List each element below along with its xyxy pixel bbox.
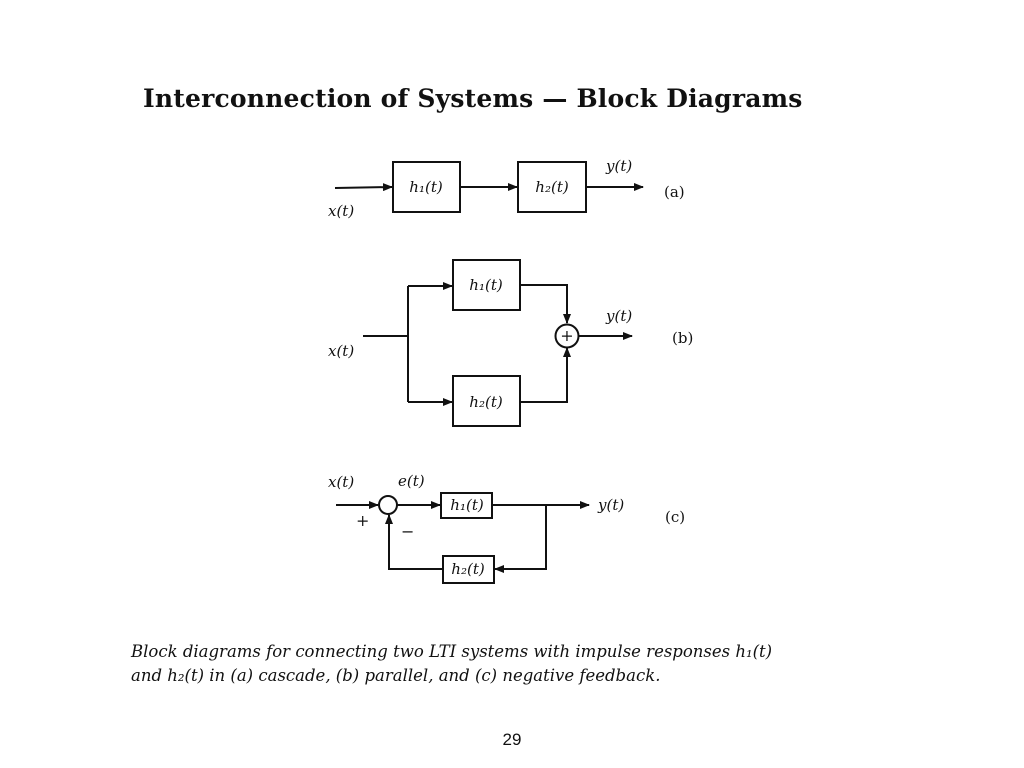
cascade-tag: (a) bbox=[664, 183, 685, 201]
parallel-lower-return-arrow bbox=[520, 347, 571, 403]
feedback-plus-sign: + bbox=[356, 511, 369, 530]
feedback-output-label: y(t) bbox=[597, 496, 624, 514]
feedback-error-label: e(t) bbox=[398, 472, 425, 490]
feedback-input-label: x(t) bbox=[328, 473, 354, 491]
caption-line-2: and h₂(t) in (a) cascade, (b) parallel, … bbox=[131, 666, 661, 685]
caption-line-1: Block diagrams for connecting two LTI sy… bbox=[131, 642, 773, 661]
feedback-comparator bbox=[378, 495, 398, 515]
parallel-h1-label: h₁(t) bbox=[469, 276, 503, 294]
page-number: 29 bbox=[502, 730, 522, 749]
cascade-h1-label: h₁(t) bbox=[409, 178, 443, 196]
cascade-h2-label: h₂(t) bbox=[535, 178, 569, 196]
feedback-h1-label: h₁(t) bbox=[450, 496, 484, 514]
parallel-summer bbox=[554, 323, 580, 349]
cascade-diagram bbox=[334, 161, 644, 213]
feedback-tag: (c) bbox=[665, 508, 685, 526]
cascade-output-label: y(t) bbox=[605, 157, 632, 175]
parallel-tag: (b) bbox=[672, 329, 693, 347]
parallel-output-label: y(t) bbox=[605, 307, 632, 325]
feedback-loop-arrow bbox=[385, 514, 443, 570]
cascade-input-arrow bbox=[334, 183, 393, 192]
parallel-upper-return-arrow bbox=[520, 284, 571, 324]
figure-caption: Block diagrams for connecting two LTI sy… bbox=[131, 640, 851, 688]
feedback-return-path-arrow bbox=[494, 505, 547, 573]
page-title: Interconnection of Systems — Block Diagr… bbox=[143, 84, 803, 113]
cascade-input-label: x(t) bbox=[328, 202, 354, 220]
parallel-summer-plus: + bbox=[560, 326, 573, 345]
parallel-input-label: x(t) bbox=[328, 342, 354, 360]
feedback-minus-sign: − bbox=[401, 522, 414, 541]
parallel-h2-label: h₂(t) bbox=[469, 393, 503, 411]
feedback-h2-label: h₂(t) bbox=[451, 560, 485, 578]
feedback-diagram bbox=[336, 492, 590, 584]
parallel-diagram bbox=[363, 259, 633, 427]
